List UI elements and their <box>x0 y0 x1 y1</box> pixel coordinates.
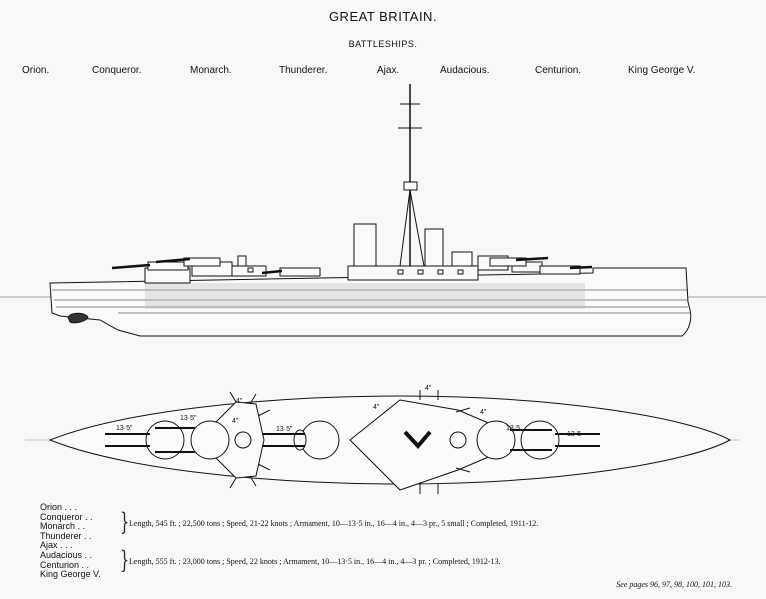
ship-name: Audacious. <box>440 65 490 76</box>
ship-name: Monarch. <box>190 65 232 76</box>
ship-name: Conqueror. <box>92 65 142 76</box>
ship-list-item: Thunderer . . <box>40 530 92 541</box>
plan-label: 4" <box>236 398 243 405</box>
ship-name: Centurion. <box>535 65 582 76</box>
ship-list-item: Conqueror . . <box>40 511 93 522</box>
plan-labels: 13·5" 13·5" 4" 4" 13·5" 4" 4" 4" 13·5 13… <box>116 385 581 438</box>
page-title: GREAT BRITAIN. <box>328 9 438 24</box>
ship-list-item: King George V. <box>40 569 101 580</box>
group-brace: } <box>120 508 130 536</box>
plan-label: 4" <box>425 385 432 392</box>
plan-view <box>25 390 740 494</box>
ship-list-item: Monarch . . <box>40 521 86 532</box>
group-brace: } <box>120 546 130 574</box>
ship-list-item: Orion . . . <box>40 502 78 512</box>
plan-label: 13·5" <box>116 425 133 432</box>
plan-label: 4" <box>480 409 487 416</box>
ship-list-item: Centurion . . <box>40 559 90 570</box>
plan-label: 13·5 <box>506 425 520 432</box>
ship-name: Thunderer. <box>279 65 328 76</box>
ship-name: Orion. <box>22 65 50 76</box>
ship-list-item: Ajax . . . <box>40 540 73 551</box>
spec-line-group1: Length, 545 ft. ; 22,500 tons ; Speed, 2… <box>129 519 539 528</box>
spec-line-group2: Length, 555 ft. ; 23,000 tons ; Speed, 2… <box>129 557 501 566</box>
profile-view <box>0 84 766 337</box>
plan-label: 13·5" <box>180 415 197 422</box>
ship-list: Orion . . . Conqueror . . Monarch . . Th… <box>40 502 101 580</box>
plan-label: 4" <box>232 418 239 425</box>
ship-names-row: Orion. Conqueror. Monarch. Thunderer. Aj… <box>0 65 766 79</box>
ship-list-item: Audacious . . <box>40 549 93 560</box>
plan-label: 13·5 <box>567 431 581 438</box>
ship-name: King George V. <box>628 65 696 76</box>
ship-name: Ajax. <box>377 65 400 76</box>
page-subtitle: BATTLESHIPS. <box>348 39 418 49</box>
plan-label: 4" <box>373 404 380 411</box>
footnote: See pages 96, 97, 98, 100, 101, 103. <box>616 580 732 589</box>
plan-label: 13·5" <box>276 426 293 433</box>
